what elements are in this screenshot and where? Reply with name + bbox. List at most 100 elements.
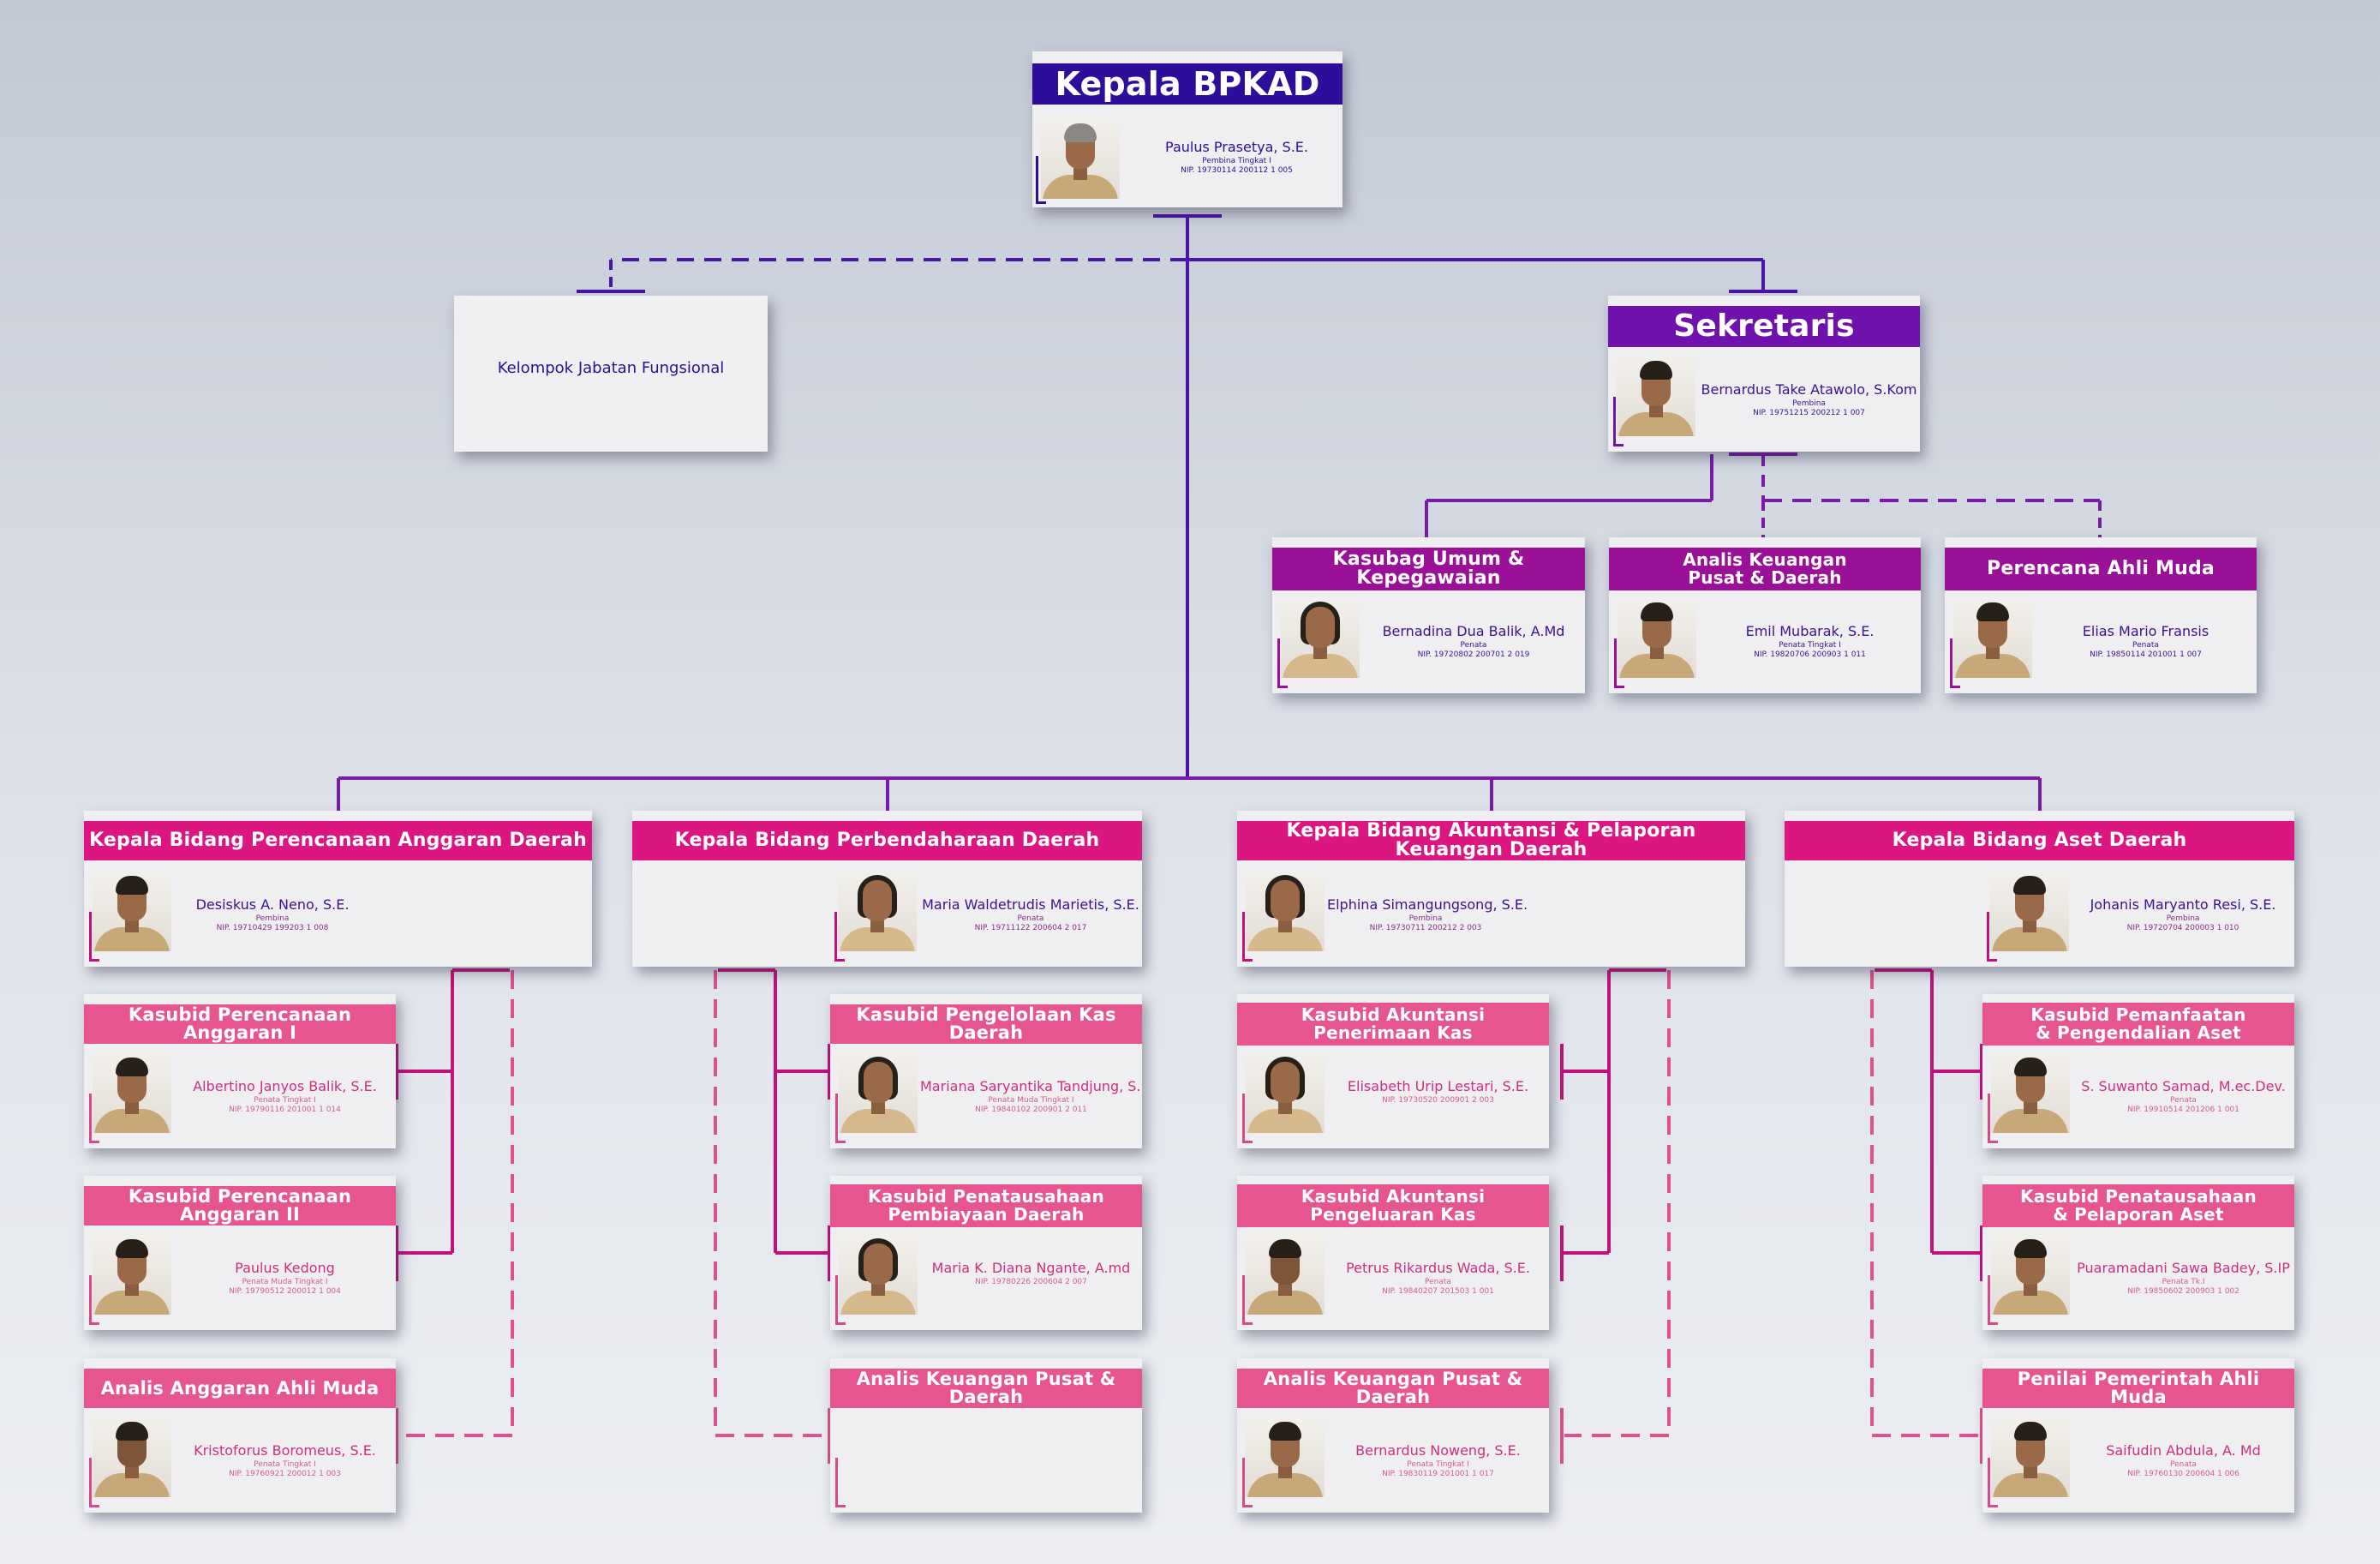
person-nip: NIP. 19820706 200903 1 011 bbox=[1754, 650, 1866, 659]
person-name: Johanis Maryanto Resi, S.E. bbox=[2090, 896, 2276, 913]
perencana-ahli-muda-card[interactable]: Perencana Ahli Muda Elias Mario Fransis … bbox=[1945, 537, 2257, 693]
photo-bracket bbox=[834, 912, 845, 962]
analis-keuangan-vacant-card[interactable]: Analis Keuangan Pusat & Daerah bbox=[830, 1358, 1142, 1513]
person-photo bbox=[1617, 356, 1695, 436]
title-line-1: Kasubid Akuntansi bbox=[1301, 1186, 1486, 1207]
fungsional-label: Kelompok Jabatan Fungsional bbox=[497, 359, 725, 377]
title-line-2: & Pelaporan Aset bbox=[2053, 1204, 2224, 1225]
person-nip: NIP. 19710429 199203 1 008 bbox=[216, 924, 329, 932]
photo-bracket bbox=[1987, 912, 1997, 962]
person-nip: NIP. 19730520 200901 2 003 bbox=[1382, 1096, 1494, 1105]
card-title: Analis Keuangan Pusat & Daerah bbox=[830, 1369, 1142, 1408]
person-photo bbox=[1281, 597, 1360, 678]
person-photo bbox=[839, 1052, 918, 1133]
bidang-akuntansi-card[interactable]: Kepala Bidang Akuntansi & Pelaporan Keua… bbox=[1237, 811, 1745, 967]
person-photo bbox=[93, 1417, 171, 1497]
photo-bracket bbox=[835, 1458, 846, 1507]
card-title: Kasubid Perencanaan Anggaran II bbox=[84, 1186, 396, 1225]
photo-bracket bbox=[1242, 1458, 1253, 1507]
person-name: Elisabeth Urip Lestari, S.E. bbox=[1347, 1078, 1529, 1094]
kepala-bpkad-card[interactable]: Kepala BPKAD Paulus Prasetya, S.E. Pembi… bbox=[1032, 51, 1342, 207]
person-photo bbox=[1246, 1234, 1325, 1315]
person-name: Maria Waldetrudis Marietis, S.E. bbox=[922, 896, 1139, 913]
person-name: Paulus Kedong bbox=[235, 1260, 335, 1276]
person-nip: NIP. 19720704 200003 1 010 bbox=[2126, 924, 2239, 932]
person-rank: Pembina bbox=[255, 914, 290, 923]
sekretaris-card[interactable]: Sekretaris Bernardus Take Atawolo, S.Kom… bbox=[1608, 296, 1920, 452]
person-name: Saifudin Abdula, A. Md bbox=[2106, 1442, 2261, 1459]
card-title: Kepala Bidang Aset Daerah bbox=[1785, 821, 2294, 860]
person-rank: Penata Tingkat I bbox=[254, 1460, 316, 1469]
person-photo bbox=[1953, 597, 2032, 678]
title-line-1: Kasubid Penatausahaan bbox=[868, 1186, 1104, 1207]
photo-bracket bbox=[835, 1094, 846, 1143]
kasubid-kas-daerah-card[interactable]: Kasubid Pengelolaan Kas Daerah Mariana S… bbox=[830, 994, 1142, 1148]
card-title: Kepala Bidang Perencanaan Anggaran Daera… bbox=[84, 821, 592, 860]
person-rank: Penata Tingkat I bbox=[254, 1096, 316, 1105]
card-title: Penilai Pemerintah Ahli Muda bbox=[1982, 1369, 2294, 1408]
kasubag-umum-card[interactable]: Kasubag Umum & Kepegawaian Bernadina Dua… bbox=[1272, 537, 1585, 693]
card-title: Kasubag Umum & Kepegawaian bbox=[1272, 548, 1585, 590]
person-rank: Pembina bbox=[2166, 914, 2200, 923]
card-title: Kasubid Pemanfaatan& Pengendalian Aset bbox=[1982, 1003, 2294, 1046]
photo-bracket bbox=[1242, 912, 1253, 962]
photo-bracket bbox=[89, 1275, 99, 1325]
person-rank: Penata bbox=[2170, 1096, 2197, 1105]
photo-bracket bbox=[89, 1458, 99, 1507]
person-rank: Penata bbox=[1017, 914, 1044, 923]
person-nip: NIP. 19730114 200112 1 005 bbox=[1181, 166, 1293, 175]
person-rank: Pembina bbox=[1792, 399, 1826, 408]
title-line-1: Kasubid Akuntansi bbox=[1301, 1004, 1486, 1025]
person-name: Mariana Saryantika Tandjung, S.E. bbox=[920, 1078, 1142, 1094]
person-nip: NIP. 19780226 200604 2 007 bbox=[975, 1278, 1087, 1286]
photo-bracket bbox=[1988, 1094, 1998, 1143]
title-line-2: & Pengendalian Aset bbox=[2036, 1022, 2241, 1043]
kasubid-pelaporan-aset-card[interactable]: Kasubid Penatausahaan& Pelaporan Aset Pu… bbox=[1982, 1176, 2294, 1330]
person-rank: Penata Tingkat I bbox=[1779, 641, 1841, 650]
person-photo bbox=[1246, 1052, 1325, 1133]
bidang-perencanaan-card[interactable]: Kepala Bidang Perencanaan Anggaran Daera… bbox=[84, 811, 592, 967]
kasubid-perencanaan-2-card[interactable]: Kasubid Perencanaan Anggaran II Paulus K… bbox=[84, 1176, 396, 1330]
card-title: Perencana Ahli Muda bbox=[1945, 548, 2257, 590]
kasubid-pemanfaatan-aset-card[interactable]: Kasubid Pemanfaatan& Pengendalian Aset S… bbox=[1982, 994, 2294, 1148]
kasubid-perencanaan-1-card[interactable]: Kasubid Perencanaan Anggaran I Albertino… bbox=[84, 994, 396, 1148]
bidang-aset-card[interactable]: Kepala Bidang Aset Daerah Johanis Maryan… bbox=[1785, 811, 2294, 967]
card-title: Kasubid Penatausahaan& Pelaporan Aset bbox=[1982, 1184, 2294, 1227]
penilai-pemerintah-card[interactable]: Penilai Pemerintah Ahli Muda Saifudin Ab… bbox=[1982, 1358, 2294, 1513]
person-photo bbox=[93, 1052, 171, 1133]
card-title: Kepala BPKAD bbox=[1032, 63, 1342, 105]
person-nip: NIP. 19751215 200212 1 007 bbox=[1753, 409, 1865, 417]
person-name: Elias Mario Fransis bbox=[2082, 623, 2210, 639]
person-name: S. Suwanto Samad, M.ec.Dev. bbox=[2081, 1078, 2286, 1094]
analis-keuangan-akuntansi-card[interactable]: Analis Keuangan Pusat & Daerah Bernardus… bbox=[1237, 1358, 1549, 1513]
person-name: Bernadina Dua Balik, A.Md bbox=[1382, 623, 1565, 639]
person-nip: NIP. 19730711 200212 2 003 bbox=[1369, 924, 1482, 932]
person-nip: NIP. 19760130 200604 1 006 bbox=[2127, 1470, 2239, 1478]
person-nip: NIP. 19790116 201001 1 014 bbox=[229, 1106, 341, 1114]
person-nip: NIP. 19711122 200604 2 017 bbox=[974, 924, 1087, 932]
person-name: Albertino Janyos Balik, S.E. bbox=[193, 1078, 377, 1094]
title-line-1: Kasubid Pemanfaatan bbox=[2030, 1004, 2246, 1025]
kelompok-fungsional-card[interactable]: Kelompok Jabatan Fungsional bbox=[454, 296, 768, 452]
bidang-perbendaharaan-card[interactable]: Kepala Bidang Perbendaharaan Daerah Mari… bbox=[632, 811, 1142, 967]
person-nip: NIP. 19840102 200901 2 011 bbox=[975, 1106, 1087, 1114]
photo-bracket bbox=[835, 1275, 846, 1325]
photo-bracket bbox=[1988, 1458, 1998, 1507]
person-nip: NIP. 19910514 201206 1 001 bbox=[2127, 1106, 2239, 1114]
person-photo bbox=[1991, 1417, 2070, 1497]
card-title: Kasubid Perencanaan Anggaran I bbox=[84, 1004, 396, 1044]
analis-anggaran-card[interactable]: Analis Anggaran Ahli Muda Kristoforus Bo… bbox=[84, 1358, 396, 1513]
person-name: Kristoforus Boromeus, S.E. bbox=[194, 1442, 376, 1459]
card-title: Kepala Bidang Perbendaharaan Daerah bbox=[632, 821, 1142, 860]
person-nip: NIP. 19720802 200701 2 019 bbox=[1417, 650, 1530, 659]
photo-bracket bbox=[1242, 1275, 1253, 1325]
title-line-1: Kasubid Penatausahaan bbox=[2020, 1186, 2257, 1207]
photo-bracket bbox=[1036, 156, 1046, 204]
